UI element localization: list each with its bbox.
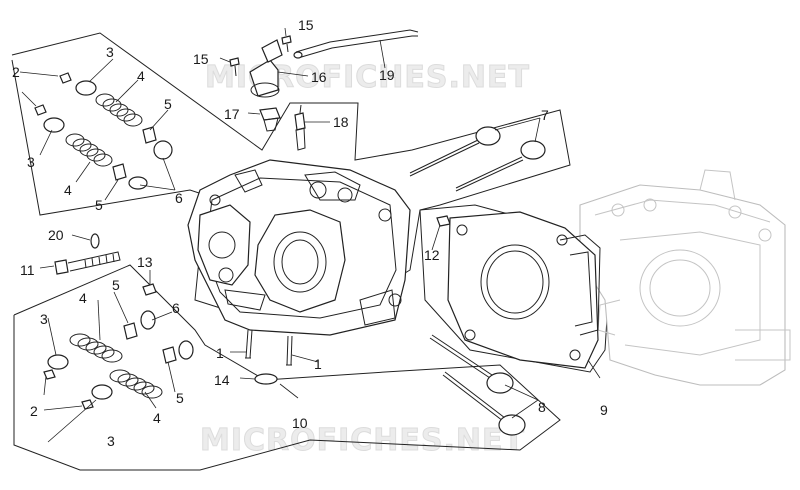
callout-10: 10 <box>292 415 308 431</box>
callout-6-top: 6 <box>175 190 183 206</box>
callout-19: 19 <box>379 67 395 83</box>
callout-6-bottom: 6 <box>172 300 180 316</box>
cylinder-block-ghost <box>579 169 791 386</box>
callout-3-bottom-a: 3 <box>40 311 48 327</box>
dowel-13 <box>142 283 157 296</box>
callout-17: 17 <box>224 106 240 122</box>
callout-9: 9 <box>600 402 608 418</box>
callout-1-a: 1 <box>216 345 224 361</box>
callout-labels: 2 3 3 4 4 5 5 6 20 11 13 3 4 5 6 2 3 4 5… <box>12 17 608 449</box>
callout-12: 12 <box>424 247 440 263</box>
callout-13: 13 <box>137 254 153 270</box>
callout-3-top-b: 3 <box>27 154 35 170</box>
callout-18: 18 <box>333 114 349 130</box>
group-outline-gasket <box>419 204 611 373</box>
spark-plug-18 <box>294 104 306 151</box>
callout-14: 14 <box>214 372 230 388</box>
head-gasket <box>447 211 601 369</box>
callout-5-bottom-b: 5 <box>176 390 184 406</box>
callout-15-top: 15 <box>298 17 314 33</box>
cylinder-head <box>187 159 411 336</box>
callout-15-left: 15 <box>193 51 209 67</box>
callout-4-bottom-a: 4 <box>79 290 87 306</box>
callout-5-top-a: 5 <box>164 96 172 112</box>
callout-5-top-b: 5 <box>95 197 103 213</box>
callout-2-bottom: 2 <box>30 403 38 419</box>
o-ring-20 <box>90 233 100 249</box>
callout-1-b: 1 <box>314 356 322 372</box>
watermark-bottom: MICROFICHES.NET <box>200 423 525 458</box>
callout-3-top-a: 3 <box>106 44 114 60</box>
callout-11: 11 <box>20 262 35 278</box>
group-outline-bottom <box>13 264 561 471</box>
callout-8: 8 <box>538 399 546 415</box>
valve-train-bottom <box>43 310 194 410</box>
bolt-11 <box>54 251 121 275</box>
studs <box>245 329 293 366</box>
hose-19 <box>293 29 419 59</box>
callout-7: 7 <box>541 107 549 123</box>
callout-4-top-a: 4 <box>137 68 145 84</box>
callout-3-bottom-b: 3 <box>107 433 115 449</box>
thermostat-housing-16 <box>249 39 283 98</box>
callout-5-bottom-a: 5 <box>112 277 120 293</box>
valves-7 <box>409 126 546 192</box>
o-ring-14 <box>254 373 278 385</box>
callout-4-bottom-b: 4 <box>153 410 161 426</box>
valve-train-top <box>34 72 173 190</box>
bolts-15 <box>229 35 292 77</box>
callout-2-top: 2 <box>12 64 20 80</box>
callout-20: 20 <box>48 227 64 243</box>
temp-sensor-17 <box>259 107 281 132</box>
valves-8 <box>429 334 526 436</box>
callout-16: 16 <box>311 69 327 85</box>
dowel-12 <box>436 215 451 227</box>
callout-4-top-b: 4 <box>64 182 72 198</box>
leader-lines <box>19 27 601 443</box>
